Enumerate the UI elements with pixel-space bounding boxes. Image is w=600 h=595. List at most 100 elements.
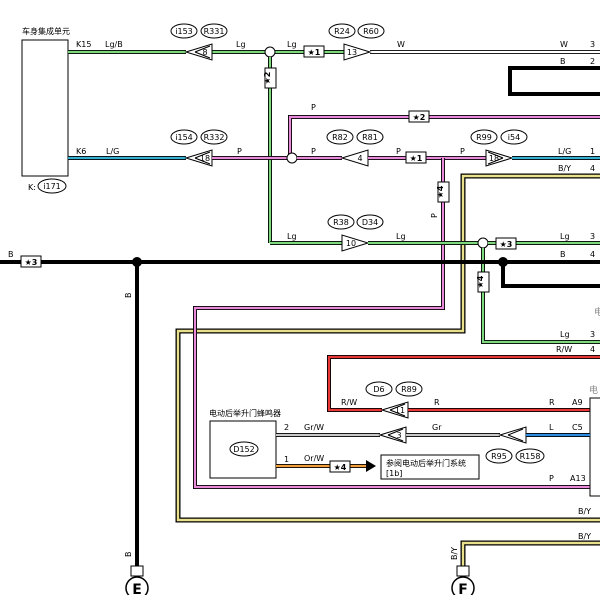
connector-label-i171: i171 [43,182,61,191]
svg-text:8: 8 [202,48,207,57]
buzzer-pin-1: 1 [284,455,289,464]
connector-label-r332: R332 [204,133,225,142]
wire-label-lg-b: Lg/B [105,40,123,49]
right-partial-label-b: 电 [589,384,598,396]
wire-label-r-w: R/W [341,398,357,407]
body-unit-pin-k6: K6 [76,147,86,156]
body-unit-box [21,39,69,177]
wire-label-b-vert-2: B [124,552,133,558]
connector-3: 3 [378,426,407,444]
connector-label-r158: R158 [520,452,541,461]
connector-oval-d34 [356,214,384,230]
connector-13: 13 [343,43,372,61]
wire-label-b-right: B [560,57,566,66]
reference-line-1: 参阅电动后举升门系统 [386,458,466,468]
connector-label-r81: R81 [362,133,378,142]
buzzer-title: 电动后举升门蜂鸣器 [209,408,281,418]
svg-text:★2: ★2 [263,72,272,85]
pin-right-3b: 3 [590,232,595,241]
connector-label-r60: R60 [363,27,379,36]
connector-label-d34: D34 [362,218,378,227]
wire-label-p-2: P [311,147,316,156]
splice-star1-top: ★1 [303,45,325,58]
connector-18a: 18 [184,149,213,167]
connector-oval-r60 [357,23,385,39]
pin-right-2: 2 [590,57,595,66]
connector-oval-r99 [470,129,498,145]
connector-oval-r158 [515,448,545,464]
connector-10: 10 [341,234,370,252]
wire-label-b-right-2: B [560,250,566,259]
wire-label-b-left: B [8,250,14,259]
wire-label-lg-3: Lg [287,232,297,241]
connector-oval-r95 [485,448,513,464]
reference-box [380,454,480,480]
connector-oval-i153 [170,23,198,39]
svg-text:★4: ★4 [476,275,485,288]
pin-right-3c: 3 [590,330,595,339]
ground-f-label: F [458,582,468,595]
wire-label-p-vert: P [430,213,439,218]
wire-label-lg-4: Lg [396,232,406,241]
right-pin-c5: C5 [572,423,583,432]
svg-text:★4: ★4 [436,185,445,198]
connector-oval-r24 [328,23,356,39]
connector-11: 11 [380,401,409,419]
svg-text:18: 18 [489,154,499,163]
splice-star2-right: ★2 [408,110,430,123]
buzzer-id: D152 [233,445,254,454]
svg-text:18: 18 [200,154,210,163]
buzzer-pin-2: 2 [284,423,289,432]
connector-oval-i154 [170,129,198,145]
wire-label-l: L [549,423,554,432]
ground-e-label: E [132,582,142,595]
svg-text:★3: ★3 [25,258,38,267]
connector-r95-r158 [498,426,527,444]
wire-label-r-2: R [549,398,555,407]
connector-8: 8 [184,43,213,61]
wire-label-l-g: L/G [106,147,119,156]
wire-label-gr: Gr [432,423,442,432]
buzzer-box [209,420,277,479]
wire-label-b-y-bottom: B/Y [578,507,591,516]
splice-star3-mid: ★3 [495,237,517,250]
body-unit-connector-prefix: K: [28,183,36,192]
svg-text:★4: ★4 [334,463,347,472]
connector-oval-r89 [395,381,423,397]
ground-f [451,576,475,595]
splice-star2: ★2 [263,67,277,89]
connector-oval-r82 [326,129,354,145]
svg-text:★2: ★2 [413,113,426,122]
wire-label-lg-2: Lg [287,40,297,49]
svg-text:★3: ★3 [500,240,513,249]
wire-label-p-bottom: P [549,474,554,483]
wire-label-r-1: R [434,398,440,407]
wire-label-lg-right-2: Lg [560,330,570,339]
connector-label-r82: R82 [332,133,348,142]
svg-text:4: 4 [357,154,362,163]
splice-star1-mid: ★1 [405,151,427,164]
body-unit-pin-k15: K15 [76,40,91,49]
svg-text:3: 3 [396,431,401,440]
connector-oval-r331 [200,23,228,39]
wire-label-w: W [397,40,405,49]
connector-label-d6: D6 [373,385,384,394]
wire-label-p-3: P [396,147,401,156]
arrow-reference [366,460,376,472]
connector-label-r99: R99 [476,133,492,142]
wire-label-b-vert-1: B [124,293,133,299]
svg-text:★1: ★1 [308,48,321,57]
connector-label-r331: R331 [204,27,225,36]
connector-label-r24: R24 [334,27,350,36]
pin-right-4b: 4 [590,250,595,259]
connector-oval-r38 [327,214,355,230]
wire-label-gr-w: Gr/W [304,423,324,432]
connector-oval-i171 [37,178,67,194]
pin-right-3a: 3 [590,40,595,49]
pin-right-4c: 4 [590,345,595,354]
pin-right-1: 1 [590,147,595,156]
ground-e [125,576,149,595]
wire-label-or-w: Or/W [304,454,324,463]
connector-label-i153: i153 [175,27,193,36]
